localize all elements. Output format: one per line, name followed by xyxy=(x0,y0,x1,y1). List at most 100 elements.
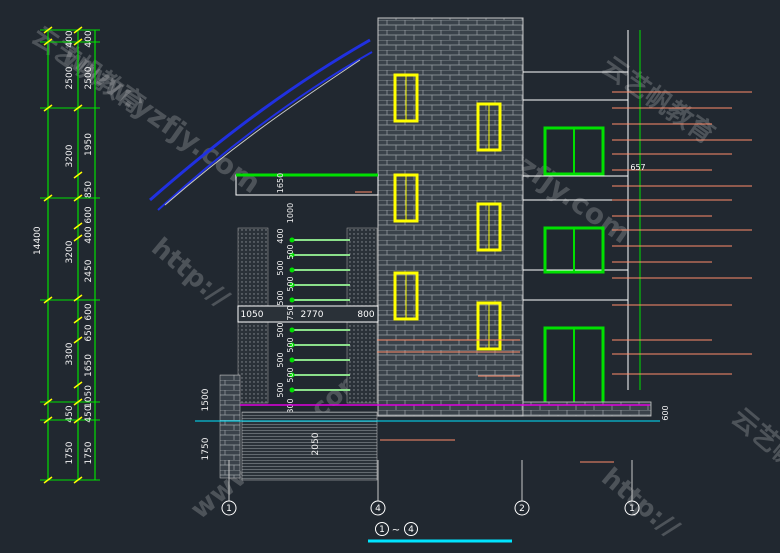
outer-dimension: 3300 xyxy=(65,342,75,365)
base-dimension: 2050 xyxy=(311,432,321,455)
left-dimension: 1500 xyxy=(201,388,211,411)
stair-dimension: 500 xyxy=(276,352,285,367)
dimension-tick xyxy=(73,476,83,484)
outer-dimension: 400 xyxy=(65,30,75,47)
inner-dimension: 650 xyxy=(84,324,94,341)
dimension-tick xyxy=(43,26,53,34)
left-dimension-chain: 14400 400 2500 3200 3200 3300 450 1750 400 2500 1… xyxy=(33,26,100,484)
stair-dimension: 750 xyxy=(286,305,295,320)
axis-bubble xyxy=(221,500,237,516)
watermark-cn: 云艺帆教育 xyxy=(726,402,780,509)
axis-bubble xyxy=(624,500,640,516)
stair-node xyxy=(289,357,295,363)
ground-area xyxy=(195,374,660,481)
dimension-tick xyxy=(43,104,53,112)
watermark-url: http:// xyxy=(596,462,686,544)
stair-node xyxy=(289,252,295,258)
dimension-tick xyxy=(43,194,53,202)
stair-dimension: 500 xyxy=(286,337,295,352)
dimension-tick xyxy=(43,476,53,484)
title-axis-to: 4 xyxy=(408,525,414,535)
inner-dimension: 400 xyxy=(84,226,94,243)
axis-label: 1 xyxy=(226,504,232,514)
stair-dimension: 300 xyxy=(286,398,295,413)
tower-windows xyxy=(393,73,502,351)
watermark-url: http:// xyxy=(146,232,236,314)
dimension-tick xyxy=(43,38,53,46)
inner-dimension: 850 xyxy=(84,181,94,198)
horizontal-dimension: 2770 xyxy=(301,310,324,320)
dimension-tick xyxy=(73,26,83,34)
dimension-tick xyxy=(73,316,83,324)
axis-bubble xyxy=(370,500,386,516)
annotation-leaders xyxy=(355,91,752,463)
stair-dimension: 500 xyxy=(276,322,285,337)
stair-dimension: 500 xyxy=(286,244,295,259)
stair-node xyxy=(289,327,295,333)
watermark-www: www.yzfjy.com xyxy=(674,0,780,5)
drawing-title: 1 ~ 4 xyxy=(368,522,512,543)
inner-dimension: 450 xyxy=(84,405,94,422)
outer-dimension: 2500 xyxy=(65,66,75,89)
stair-node xyxy=(289,297,295,303)
inner-dimension: 2450 xyxy=(84,259,94,282)
left-dimension: 1750 xyxy=(201,437,211,460)
dimension-tick xyxy=(43,416,53,424)
stair-dimension: 500 xyxy=(276,260,285,275)
axis-label: 1 xyxy=(629,504,635,514)
right-base xyxy=(522,401,652,417)
stair-node xyxy=(289,387,295,393)
dimension-tick xyxy=(73,416,83,424)
dimension-tick xyxy=(73,398,83,406)
title-separator: ~ xyxy=(392,525,400,536)
inner-dimension: 400 xyxy=(84,30,94,47)
dimension-tick xyxy=(73,171,83,179)
stair-dimension: 1650 xyxy=(276,173,285,193)
dimension-tick xyxy=(73,234,83,242)
dimension-tick xyxy=(73,336,83,344)
axis-label: 4 xyxy=(375,504,381,514)
outer-dimension: 3200 xyxy=(65,240,75,263)
stair-node xyxy=(289,282,295,288)
total-height-label: 14400 xyxy=(33,226,43,255)
title-axis-from: 1 xyxy=(379,525,385,535)
outer-dimension: 3200 xyxy=(65,144,75,167)
dimension-texts: 1050 2770 800 1500 1750 2050 657 600 xyxy=(201,163,670,460)
stair-dimension: 500 xyxy=(276,290,285,305)
dimension-tick xyxy=(73,381,83,389)
stair-dimension: 400 xyxy=(276,228,285,243)
right-dimension-600: 600 xyxy=(661,405,670,420)
dimension-tick xyxy=(73,222,83,230)
outer-dimension: 1750 xyxy=(65,441,75,464)
stair-node xyxy=(289,267,295,273)
dimension-tick xyxy=(73,38,83,46)
inner-dimension: 600 xyxy=(84,303,94,320)
axis-label: 2 xyxy=(519,504,525,514)
horizontal-dimension: 800 xyxy=(357,310,374,320)
dimension-tick xyxy=(73,294,83,302)
outer-dimension: 450 xyxy=(65,405,75,422)
stair-dimension: 500 xyxy=(286,276,295,291)
dimension-tick xyxy=(73,104,83,112)
inner-dimension: 600 xyxy=(84,206,94,223)
dimension-tick xyxy=(73,194,83,202)
stair-node xyxy=(289,372,295,378)
stair-treads: 1650100040050050050050075050050050050050… xyxy=(276,173,350,414)
right-dimension-657: 657 xyxy=(630,163,645,172)
axis-bubble xyxy=(514,500,530,516)
horizontal-dimension: 1050 xyxy=(241,310,264,320)
inner-dimension: 1650 xyxy=(84,354,94,377)
stair-node xyxy=(289,237,295,243)
stair-dimension: 500 xyxy=(276,382,285,397)
inner-dimension: 1950 xyxy=(84,133,94,156)
inner-dimension: 1750 xyxy=(84,441,94,464)
axis-bubbles: 1 4 2 1 xyxy=(221,460,640,516)
stair-dimension: 500 xyxy=(286,367,295,382)
dimension-tick xyxy=(43,296,53,304)
stair-core xyxy=(235,173,379,404)
stair-dimension: 1000 xyxy=(286,203,295,223)
inner-dimension: 1050 xyxy=(84,385,94,408)
inner-dimension: 2500 xyxy=(84,66,94,89)
